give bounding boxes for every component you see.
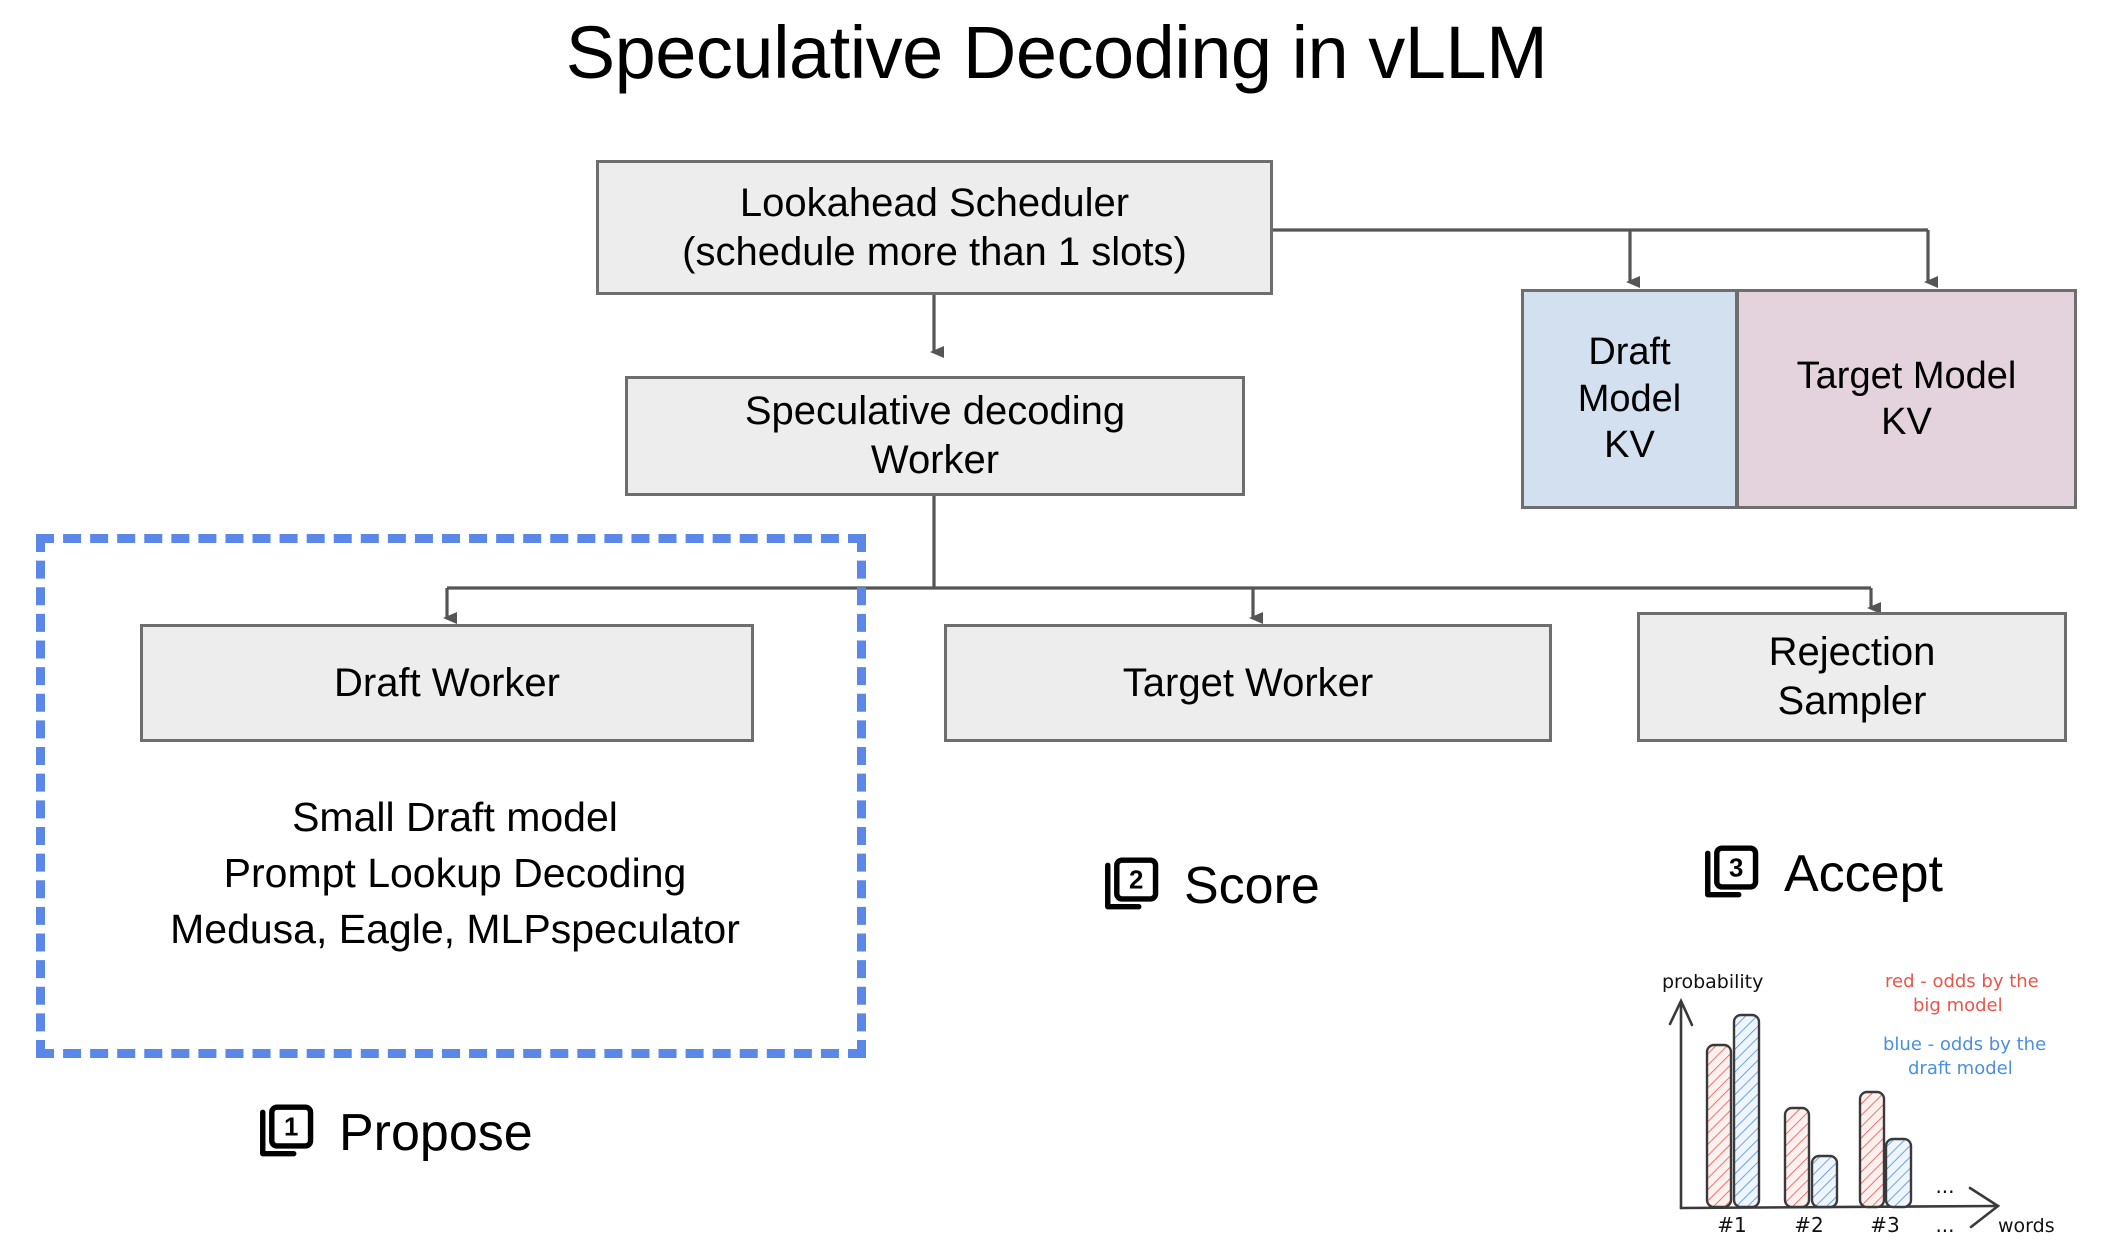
step-1-number: 1: [284, 1114, 298, 1142]
probability-chart: probability words #1 #2 #3 ... ... red -…: [1640, 940, 2090, 1240]
chart-bar-group-2: [1783, 1106, 1839, 1209]
step-3-label: Accept: [1784, 845, 1943, 903]
chart-tick-2: #2: [1794, 1213, 1823, 1237]
chart-legend-blue-line2: draft model: [1908, 1058, 2013, 1079]
propose-region: [36, 534, 866, 1058]
chart-legend-blue-line1: blue - odds by the: [1883, 1034, 2046, 1055]
chart-bar-group-1: [1705, 1013, 1761, 1209]
step-2-badge-icon: 2: [1105, 857, 1159, 910]
chart-xlabel: words: [1998, 1215, 2055, 1237]
chart-tick-ellipsis: ...: [1935, 1213, 1954, 1237]
chart-tick-3: #3: [1870, 1213, 1899, 1237]
box-draft-model-kv[interactable]: Draft Model KV: [1521, 289, 1737, 509]
step-3-badge-icon: 3: [1705, 845, 1759, 898]
step-3-number: 3: [1729, 855, 1743, 883]
draft-worker-note: Small Draft model Prompt Lookup Decoding…: [170, 794, 740, 952]
chart-legend-red-line1: red - odds by the: [1885, 971, 2039, 992]
step-1-badge-icon: 1: [260, 1104, 314, 1157]
step-propose: 1 Propose: [255, 1102, 533, 1164]
box-rejection-sampler[interactable]: Rejection Sampler: [1637, 612, 2067, 742]
chart-bar-group-3: [1858, 1090, 1913, 1209]
box-speculative-decoding-worker[interactable]: Speculative decoding Worker: [625, 376, 1245, 496]
chart-legend-red-line2: big model: [1913, 995, 2003, 1016]
chart-tick-1: #1: [1717, 1213, 1746, 1237]
box-target-model-kv[interactable]: Target Model KV: [1737, 289, 2077, 509]
step-accept: 3 Accept: [1700, 843, 1943, 905]
step-2-number: 2: [1129, 867, 1143, 895]
chart-legend-blue: blue - odds by the draft model: [1883, 1034, 2046, 1079]
chart-ellipsis-top: ...: [1935, 1174, 1954, 1198]
box-target-worker[interactable]: Target Worker: [944, 624, 1552, 742]
step-2-label: Score: [1184, 857, 1320, 915]
chart-legend-red: red - odds by the big model: [1885, 971, 2039, 1016]
box-lookahead-scheduler[interactable]: Lookahead Scheduler (schedule more than …: [596, 160, 1273, 295]
box-draft-worker[interactable]: Draft Worker: [140, 624, 754, 742]
chart-ylabel: probability: [1662, 971, 1763, 993]
step-score: 2 Score: [1100, 855, 1320, 917]
step-1-label: Propose: [339, 1104, 533, 1162]
page-title: Speculative Decoding in vLLM: [565, 11, 1548, 94]
chart-x-axis: [1679, 1186, 2001, 1229]
chart-y-axis: [1668, 997, 1694, 1210]
